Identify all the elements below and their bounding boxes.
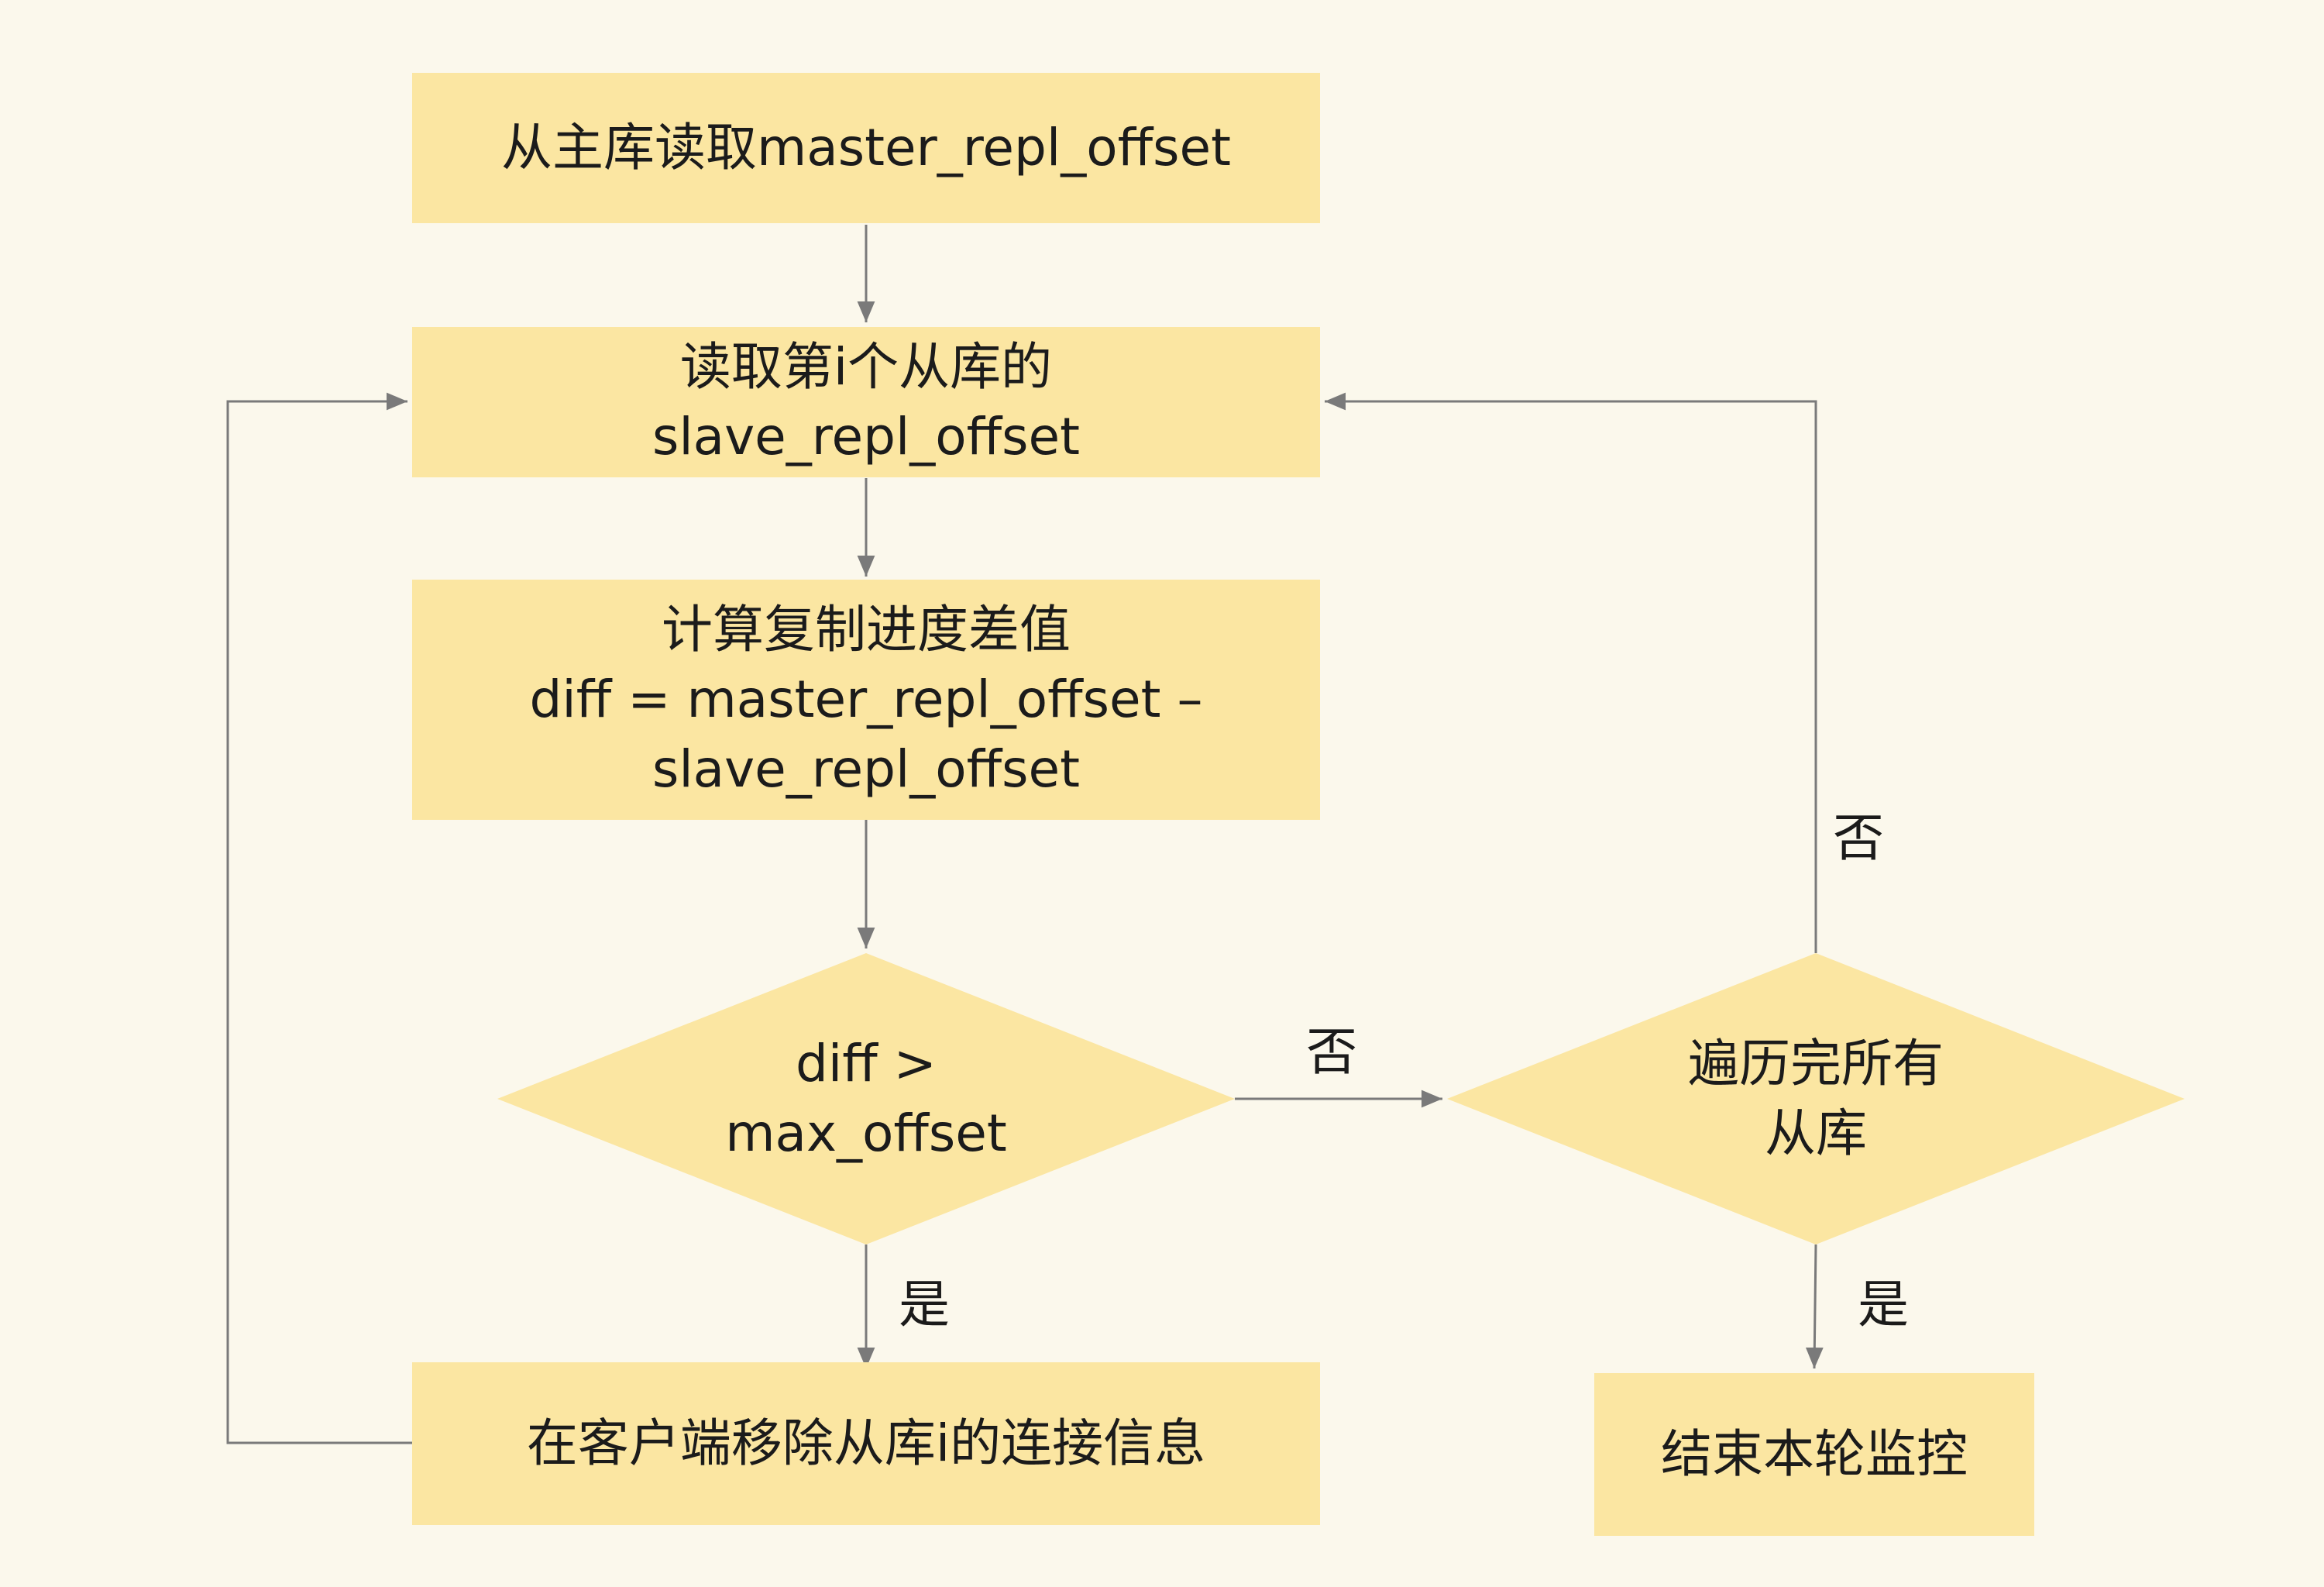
node-read-slave-offset-line-1: 读取第i个从库的 [679, 337, 1053, 397]
node-read-slave-offset: 读取第i个从库的 slave_repl_offset [412, 327, 1320, 477]
node-remove-connection: 在客户端移除从库i的连接信息 [412, 1362, 1320, 1525]
decision-diff-line-1: diff > [796, 1034, 937, 1093]
node-read-master-offset: 从主库读取master_repl_offset [412, 73, 1320, 223]
node-compute-diff-line-3: slave_repl_offset [651, 739, 1081, 799]
decision-diff-text: diff > max_offset [634, 1021, 1098, 1176]
edge-label-diff-no: 否 [1306, 1022, 1357, 1082]
decision-diamond-diff [497, 953, 1235, 1244]
node-read-master-offset-line-1: 从主库读取master_repl_offset [501, 118, 1231, 177]
edge-all-no-loop-back [1325, 392, 1817, 953]
decision-all-slaves-line-1: 遍历完所有 [1688, 1034, 1944, 1093]
node-end-monitoring-line-1: 结束本轮监控 [1661, 1424, 1968, 1484]
decision-diff-line-2: max_offset [725, 1103, 1007, 1163]
edge-remove-loop-back [226, 392, 412, 1444]
node-end-monitoring: 结束本轮监控 [1594, 1373, 2034, 1536]
edge-label-all-yes: 是 [1858, 1275, 1909, 1334]
node-compute-diff: 计算复制进度差值 diff = master_repl_offset – sla… [412, 580, 1320, 820]
node-remove-connection-line-1: 在客户端移除从库i的连接信息 [526, 1413, 1206, 1473]
edge-all-yes [1805, 1244, 1824, 1369]
node-compute-diff-line-1: 计算复制进度差值 [662, 600, 1071, 659]
node-compute-diff-line-2: diff = master_repl_offset – [529, 670, 1203, 729]
edge-label-diff-yes: 是 [899, 1275, 950, 1334]
node-read-slave-offset-line-2: slave_repl_offset [651, 407, 1081, 466]
decision-all-slaves-line-2: 从库 [1765, 1103, 1867, 1163]
decision-diamond-all-slaves [1447, 953, 2185, 1244]
decision-all-slaves-text: 遍历完所有 从库 [1583, 1021, 2048, 1176]
edge-label-all-no: 否 [1833, 808, 1884, 868]
